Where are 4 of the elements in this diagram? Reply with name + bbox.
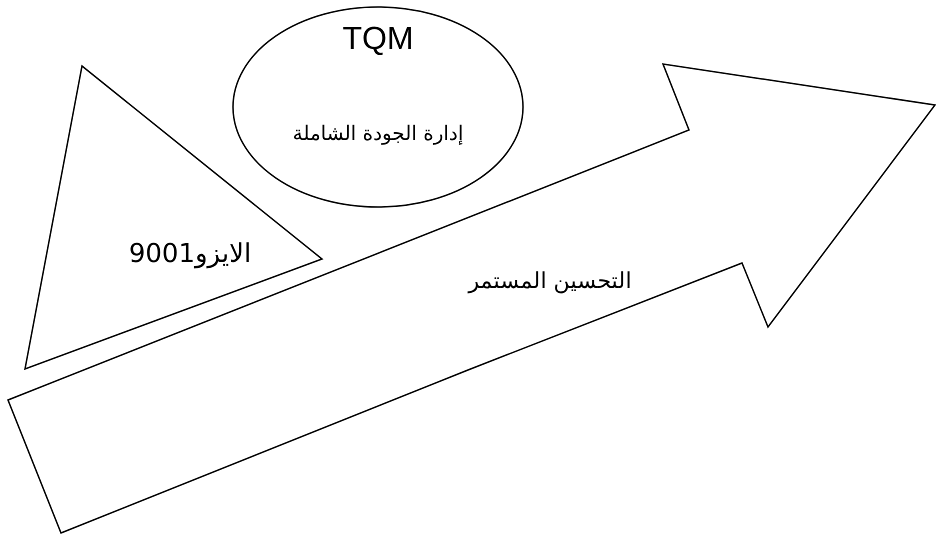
arrow-label: التحسين المستمر	[466, 268, 632, 296]
triangle-label: الايزو9001	[128, 238, 252, 270]
ellipse-text: إدارة الجودة الشاملة	[292, 121, 464, 146]
ellipse-title: TQM	[341, 19, 415, 58]
